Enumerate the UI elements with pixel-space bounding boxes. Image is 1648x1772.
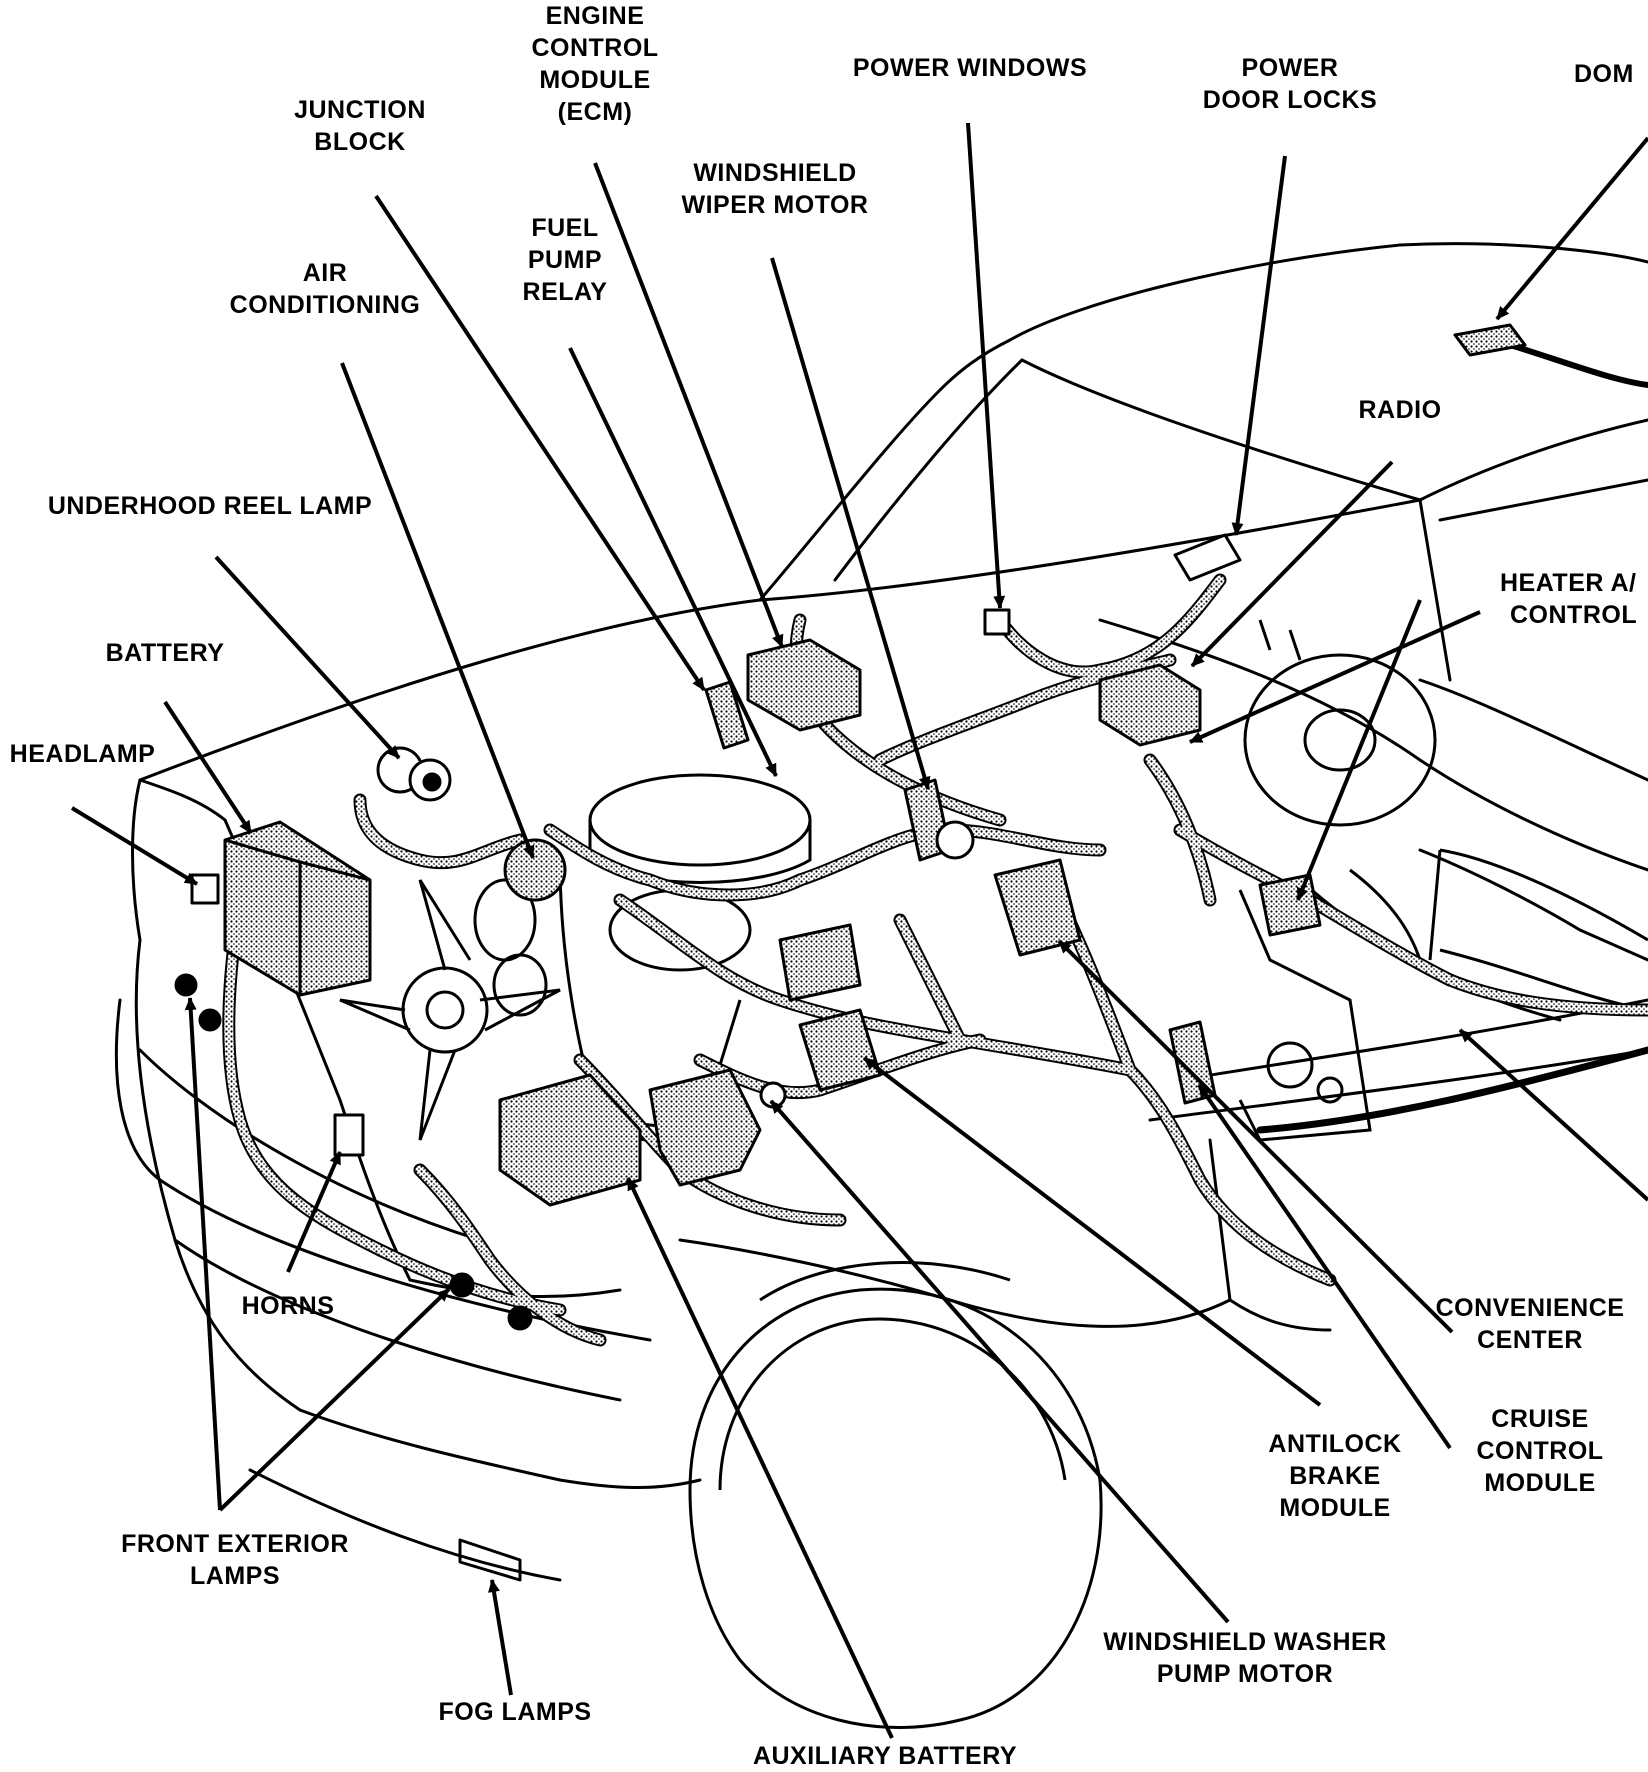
leader-lines <box>70 122 1648 1739</box>
label-windshield-washer-pump-motor: WINDSHIELD WASHER PUMP MOTOR <box>1103 1628 1387 1688</box>
label-junction-block: JUNCTION BLOCK <box>294 96 426 156</box>
interior <box>1243 619 1648 1012</box>
label-engine-control-module: ENGINE CONTROL MODULE (ECM) <box>531 2 659 126</box>
engine <box>339 773 1422 1144</box>
label-power-windows: POWER WINDOWS <box>852 54 1088 82</box>
label-air-conditioning: AIR CONDITIONING <box>229 259 421 319</box>
label-radio: RADIO <box>1358 396 1442 424</box>
label-fuel-pump-relay: FUEL PUMP RELAY <box>522 214 608 306</box>
label-convenience-center: CONVENIENCE CENTER <box>1435 1294 1625 1354</box>
front-wheel <box>688 1261 1103 1729</box>
label-underhood-reel-lamp: UNDERHOOD REEL LAMP <box>47 492 373 520</box>
label-fog-lamps: FOG LAMPS <box>438 1698 592 1726</box>
components <box>174 323 1527 1331</box>
label-heater-ac-control: HEATER A/ CONTROL <box>1500 569 1638 629</box>
label-horns: HORNS <box>241 1292 335 1320</box>
label-battery: BATTERY <box>105 639 225 667</box>
label-cruise-control-module: CRUISE CONTROL MODULE <box>1476 1405 1604 1497</box>
label-windshield-wiper-motor: WINDSHIELD WIPER MOTOR <box>681 159 869 219</box>
label-front-exterior-lamps: FRONT EXTERIOR LAMPS <box>121 1530 349 1590</box>
front-exterior-lamps-leaders <box>184 997 451 1512</box>
vehicle-body <box>114 242 1648 1582</box>
label-power-door-locks: POWER DOOR LOCKS <box>1202 54 1378 114</box>
label-auxiliary-battery: AUXILIARY BATTERY <box>752 1742 1018 1770</box>
label-headlamp: HEADLAMP <box>9 740 156 768</box>
label-antilock-brake-module: ANTILOCK BRAKE MODULE <box>1268 1430 1402 1522</box>
label-dome-lamp: DOM <box>1574 60 1634 88</box>
